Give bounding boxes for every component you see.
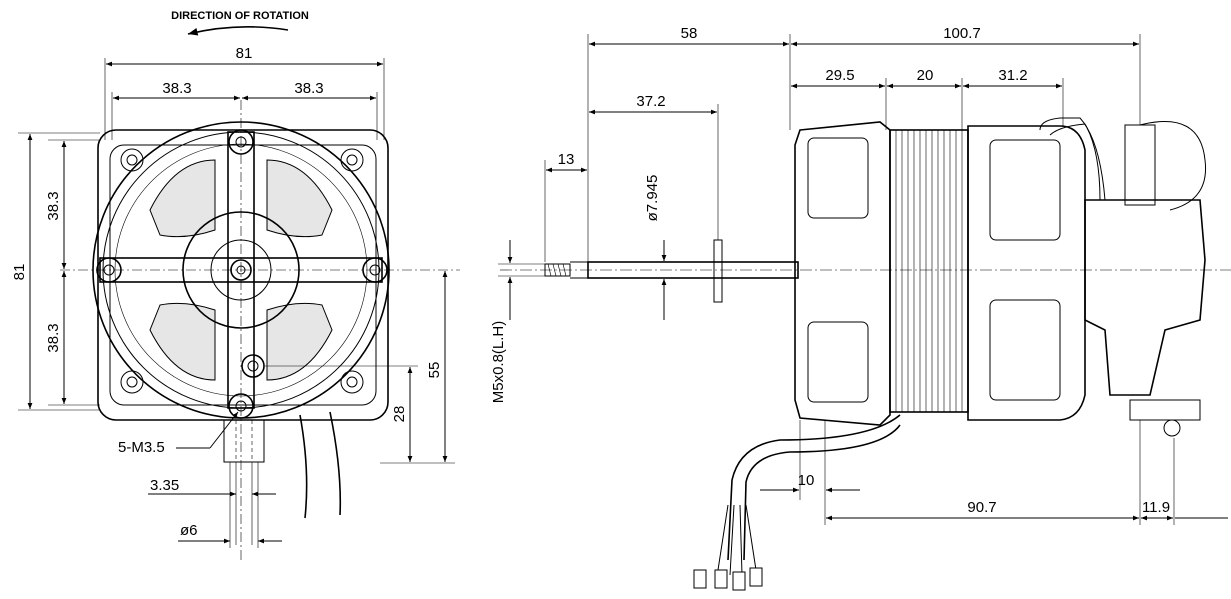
dim-len-13: 13 bbox=[558, 151, 575, 168]
dim-len-10: 10 bbox=[798, 472, 815, 489]
dim-len-100-7: 100.7 bbox=[943, 25, 981, 42]
lead-wires bbox=[717, 504, 757, 576]
dim-width-right: 38.3 bbox=[294, 80, 323, 97]
dim-len-37-2: 37.2 bbox=[636, 93, 665, 110]
windings bbox=[149, 159, 333, 381]
dim-height-upper: 38.3 bbox=[45, 191, 62, 220]
rear-bell bbox=[967, 125, 1086, 421]
front-view bbox=[60, 100, 460, 560]
dim-height-28: 28 bbox=[391, 406, 408, 423]
dim-len-11-9: 11.9 bbox=[1142, 499, 1170, 516]
terminals bbox=[693, 567, 763, 591]
corner-bosses bbox=[120, 148, 364, 394]
dim-shaft-dia: ø6 bbox=[180, 522, 198, 539]
dim-height-55: 55 bbox=[426, 362, 443, 379]
dim-height-lower: 38.3 bbox=[45, 323, 62, 352]
dim-len-90-7: 90.7 bbox=[967, 499, 996, 516]
front-cable bbox=[299, 411, 342, 519]
dim-screws: 5-M3.5 bbox=[118, 439, 165, 456]
washer bbox=[713, 239, 723, 303]
side-dimensions: 58 100.7 37.2 13 29.5 20 31.2 ø7.945 M5x… bbox=[490, 25, 1228, 525]
dim-height-81: 81 bbox=[11, 264, 28, 281]
oscillation-knob bbox=[1124, 124, 1156, 206]
dim-len-31-2: 31.2 bbox=[998, 67, 1027, 84]
side-view bbox=[500, 117, 1231, 591]
side-cable bbox=[727, 414, 901, 561]
dim-thread: M5x0.8(L.H) bbox=[490, 321, 507, 404]
dim-width-81: 81 bbox=[236, 45, 253, 62]
front-dimensions: 81 38.3 38.3 81 38.3 38.3 55 28 5-M3.5 bbox=[11, 45, 455, 548]
front-bell bbox=[794, 121, 891, 426]
dim-width-left: 38.3 bbox=[162, 80, 191, 97]
gearbox bbox=[1084, 199, 1206, 396]
rotation-title: DIRECTION OF ROTATION bbox=[171, 10, 309, 22]
dim-flat: 3.35 bbox=[150, 477, 179, 494]
dim-len-29-5: 29.5 bbox=[825, 67, 854, 84]
dim-len-20: 20 bbox=[917, 67, 934, 84]
dim-len-58: 58 bbox=[681, 25, 698, 42]
rotation-arrow bbox=[187, 26, 289, 36]
dim-dia-7-945: ø7.945 bbox=[644, 175, 661, 222]
shaft-stub bbox=[223, 419, 265, 463]
